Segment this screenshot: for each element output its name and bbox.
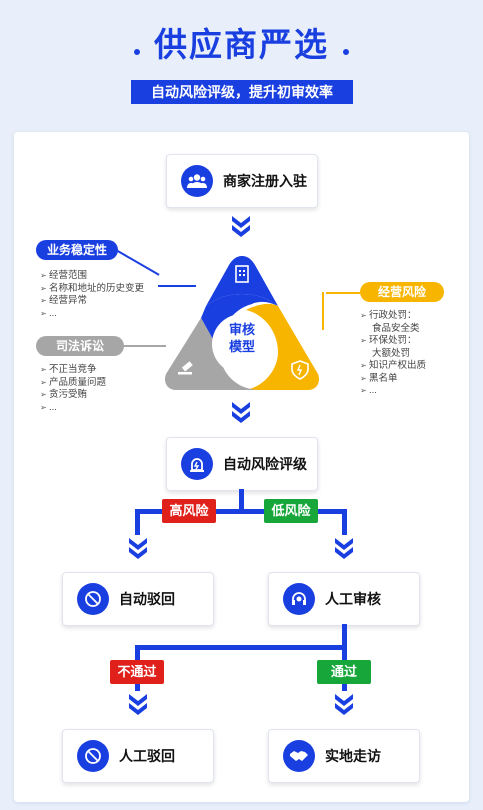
shield-icon [291, 360, 309, 380]
manual-review-label: 人工审核 [325, 591, 381, 607]
gavel-icon [178, 361, 193, 375]
list-item: ... [360, 385, 426, 398]
ban-icon [77, 740, 109, 772]
chevron-down-icon [335, 538, 353, 559]
operation-risk-tag: 经营风险 [360, 282, 444, 302]
alarm-icon [181, 448, 213, 480]
legal-tag: 司法诉讼 [36, 336, 124, 356]
list-item: 行政处罚： [360, 310, 426, 323]
list-item: 不正当竞争 [40, 364, 106, 377]
audit-model-diagram [165, 256, 319, 390]
list-item: 黑名单 [360, 373, 426, 386]
building-icon [235, 265, 249, 283]
business-connector-2 [158, 285, 196, 287]
chevron-down-icon [232, 402, 250, 423]
list-item: 名称和地址的历史变更 [40, 283, 144, 296]
list-item: 知识产权出质 [360, 360, 426, 373]
pass-label: 通过 [317, 660, 371, 684]
register-label: 商家注册入驻 [223, 173, 307, 189]
chevron-down-icon [335, 694, 353, 715]
operation-connector [326, 292, 360, 294]
list-item: ... [40, 402, 106, 415]
connector [342, 509, 347, 535]
header: 供应商严选 [0, 18, 483, 66]
title-dot-left [134, 48, 140, 55]
connector [239, 489, 244, 511]
page-title: 供应商严选 [154, 26, 329, 63]
chevron-down-icon [129, 694, 147, 715]
users-icon [181, 165, 213, 197]
register-node[interactable]: 商家注册入驻 [166, 154, 318, 208]
connector [135, 645, 347, 650]
chevron-down-icon [129, 538, 147, 559]
list-item-sub: 食品安全类 [372, 322, 420, 334]
high-risk-label: 高风险 [162, 499, 216, 523]
business-stability-tag: 业务稳定性 [36, 240, 118, 260]
page-subtitle: 自动风险评级，提升初审效率 [131, 80, 353, 104]
operation-connector-2 [322, 292, 324, 330]
site-visit-node[interactable]: 实地走访 [268, 729, 420, 783]
list-item: 经营异常 [40, 295, 144, 308]
site-visit-label: 实地走访 [325, 748, 381, 764]
headset-icon [283, 583, 315, 615]
handshake-icon [283, 740, 315, 772]
business-list: 经营范围 名称和地址的历史变更 经营异常 ... [40, 270, 144, 320]
manual-review-node[interactable]: 人工审核 [268, 572, 420, 626]
title-dot-right [343, 48, 349, 55]
list-item: ... [40, 308, 144, 321]
connector [342, 624, 347, 648]
legal-list: 不正当竞争 产品质量问题 贪污受贿 ... [40, 364, 106, 414]
legal-connector [124, 345, 166, 347]
list-item-sub: 大额处罚 [372, 347, 411, 359]
connector [135, 509, 140, 535]
list-item: 贪污受贿 [40, 389, 106, 402]
manual-reject-label: 人工驳回 [119, 748, 175, 764]
ban-icon [77, 583, 109, 615]
connector [135, 509, 347, 514]
operation-list: 行政处罚： 食品安全类 环保处罚： 大额处罚 知识产权出质 黑名单 ... [360, 310, 426, 398]
model-label: 审核 模型 [228, 322, 255, 354]
list-item: 产品质量问题 [40, 377, 106, 390]
auto-reject-node[interactable]: 自动驳回 [62, 572, 214, 626]
risk-rating-node[interactable]: 自动风险评级 [166, 437, 318, 491]
manual-reject-node[interactable]: 人工驳回 [62, 729, 214, 783]
low-risk-label: 低风险 [264, 499, 318, 523]
auto-reject-label: 自动驳回 [119, 591, 175, 607]
list-item: 经营范围 [40, 270, 144, 283]
fail-label: 不通过 [110, 660, 164, 684]
chevron-down-icon [232, 216, 250, 237]
risk-rating-label: 自动风险评级 [223, 456, 307, 472]
list-item: 环保处罚： [360, 335, 426, 348]
